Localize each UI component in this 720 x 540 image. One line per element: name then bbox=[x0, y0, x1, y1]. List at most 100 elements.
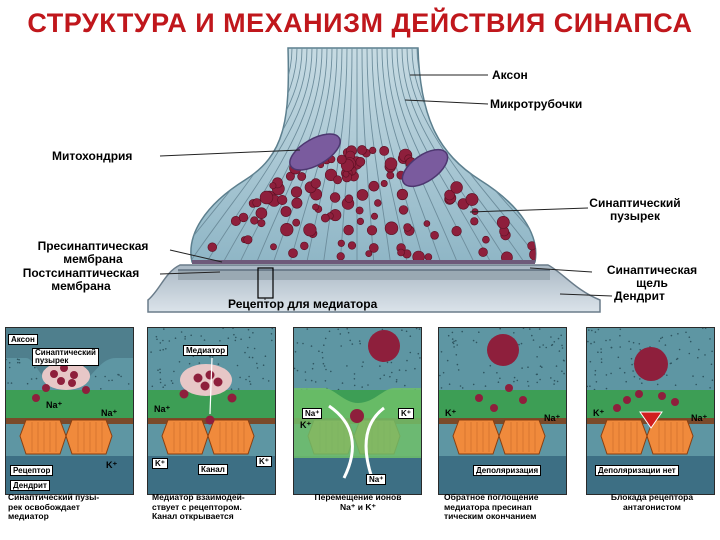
panel-4-tag-depolarization: Деполяризация bbox=[473, 465, 542, 476]
panel-1-caption-line2: рек освобождает bbox=[8, 501, 80, 512]
vesicle bbox=[292, 218, 301, 227]
speckle bbox=[542, 344, 544, 346]
speckle bbox=[391, 371, 393, 374]
label-synaptic-cleft: Синаптическая щель bbox=[592, 264, 712, 290]
speckle bbox=[346, 365, 348, 367]
speckle bbox=[461, 387, 464, 389]
panel-2-caption-line3: Канал открывается bbox=[152, 511, 234, 521]
vesicle bbox=[343, 224, 354, 236]
speckle bbox=[151, 385, 154, 388]
label-microtubules: Микротрубочки bbox=[490, 97, 583, 111]
label-postsyn-line1: Постсинаптическая bbox=[22, 266, 140, 280]
panel-5: K⁺ Na⁺ Деполяризации нет bbox=[586, 327, 715, 495]
receptor-block bbox=[65, 419, 113, 455]
vesicle bbox=[412, 250, 425, 262]
speckle bbox=[440, 387, 443, 389]
speckle bbox=[451, 338, 454, 340]
speckle bbox=[539, 346, 541, 348]
speckle bbox=[553, 383, 555, 385]
page-title: СТРУКТУРА И МЕХАНИЗМ ДЕЙСТВИЯ СИНАПСА bbox=[27, 8, 693, 38]
speckle bbox=[619, 328, 622, 331]
speckle bbox=[150, 351, 152, 353]
speckle bbox=[162, 348, 164, 351]
speckle bbox=[405, 330, 408, 333]
label-presyn-line2: мембрана bbox=[63, 252, 123, 266]
speckle bbox=[695, 383, 697, 386]
speckle bbox=[553, 341, 556, 343]
speckle bbox=[600, 358, 603, 360]
panel-3-ion-3: K⁺ bbox=[300, 420, 312, 430]
panel-3-caption-line1: Перемещение ионов bbox=[314, 492, 402, 502]
speckle bbox=[440, 351, 443, 353]
panel-1-tag-receptor: Рецептор bbox=[10, 465, 54, 476]
speckle bbox=[527, 385, 530, 387]
speckle bbox=[178, 361, 181, 363]
label-cleft-line1: Синаптическая bbox=[606, 263, 698, 277]
mediator bbox=[193, 373, 203, 383]
speckle bbox=[619, 367, 621, 370]
panel-4-caption-line3: тическим окончанием bbox=[444, 511, 537, 521]
leader-lines bbox=[159, 74, 613, 300]
speckle bbox=[159, 368, 161, 371]
microtubule bbox=[206, 48, 313, 262]
speckle bbox=[594, 369, 597, 372]
receptor-block bbox=[452, 419, 500, 455]
speckle bbox=[561, 370, 563, 372]
speckle bbox=[594, 374, 596, 376]
channel-zone bbox=[294, 388, 421, 458]
speckle bbox=[678, 348, 681, 351]
microtubule bbox=[239, 48, 323, 262]
speckle bbox=[341, 382, 344, 384]
speckle bbox=[409, 335, 412, 337]
vesicle bbox=[303, 223, 317, 237]
panel-3: Na⁺ K⁺ K⁺ Na⁺ bbox=[293, 327, 422, 495]
speckle bbox=[398, 369, 401, 371]
speckle bbox=[632, 370, 634, 372]
cleft-zone bbox=[6, 390, 133, 420]
speckle bbox=[168, 340, 171, 342]
vesicle bbox=[259, 190, 274, 205]
speckle bbox=[321, 351, 324, 354]
speckle bbox=[227, 337, 230, 339]
speckle bbox=[173, 370, 175, 373]
speckle bbox=[590, 342, 592, 345]
vesicle bbox=[496, 215, 510, 229]
synapse-diagram bbox=[147, 47, 613, 313]
speckle bbox=[337, 388, 340, 391]
speckle bbox=[108, 379, 110, 382]
vesicle bbox=[344, 194, 354, 203]
speckle bbox=[536, 381, 538, 384]
panel-5-caption: Блокада рецептора антагонистом bbox=[592, 492, 712, 512]
speckle bbox=[222, 328, 224, 329]
speckle bbox=[587, 385, 588, 388]
speckle bbox=[610, 372, 612, 375]
vesicle bbox=[423, 220, 431, 227]
speckle bbox=[353, 373, 356, 375]
vesicle bbox=[320, 213, 330, 223]
speckle bbox=[448, 383, 451, 385]
speckle bbox=[386, 361, 389, 364]
mediator bbox=[70, 371, 78, 379]
speckle bbox=[414, 367, 416, 370]
speckle bbox=[522, 328, 525, 329]
mediator bbox=[32, 394, 40, 402]
speckle bbox=[478, 331, 480, 333]
vesicle bbox=[269, 182, 277, 190]
speckle bbox=[270, 333, 273, 335]
speckle bbox=[351, 343, 354, 345]
microtubule bbox=[386, 48, 458, 262]
speckle bbox=[170, 380, 173, 382]
speckle bbox=[26, 382, 29, 385]
speckle bbox=[324, 380, 327, 382]
speckle bbox=[235, 336, 237, 339]
speckle bbox=[267, 380, 270, 382]
speckle bbox=[641, 382, 643, 384]
speckle bbox=[248, 375, 250, 378]
speckle bbox=[541, 366, 543, 368]
speckle bbox=[710, 363, 713, 366]
vesicle bbox=[397, 248, 405, 257]
vesicle bbox=[243, 235, 253, 245]
speckle bbox=[159, 371, 161, 374]
speckle bbox=[296, 342, 299, 344]
speckle bbox=[247, 346, 249, 349]
